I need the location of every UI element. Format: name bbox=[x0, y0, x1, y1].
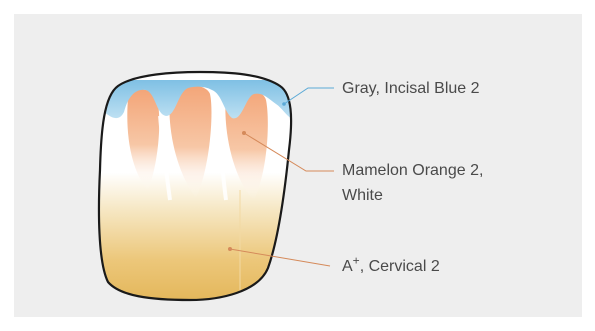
cervical-label: A+, Cervical 2 bbox=[342, 256, 440, 278]
mamelon-leader-dot bbox=[242, 131, 246, 135]
mamelon-label-line1: Mamelon Orange 2, bbox=[342, 160, 483, 182]
mamelon-label-line2: White bbox=[342, 185, 483, 207]
incisal-leader-dot bbox=[282, 102, 286, 106]
cervical-label-rest: , Cervical 2 bbox=[360, 258, 440, 275]
incisal-label: Gray, Incisal Blue 2 bbox=[342, 78, 480, 100]
incisal-label-text: Gray, Incisal Blue 2 bbox=[342, 80, 480, 97]
mamelon-label: Mamelon Orange 2, White bbox=[342, 160, 483, 207]
cervical-label-sup: + bbox=[353, 254, 360, 268]
cervical-label-main: A bbox=[342, 258, 353, 275]
cervical-leader-dot bbox=[228, 247, 232, 251]
incisal-leader-line bbox=[284, 88, 334, 104]
tooth-body bbox=[90, 60, 310, 310]
